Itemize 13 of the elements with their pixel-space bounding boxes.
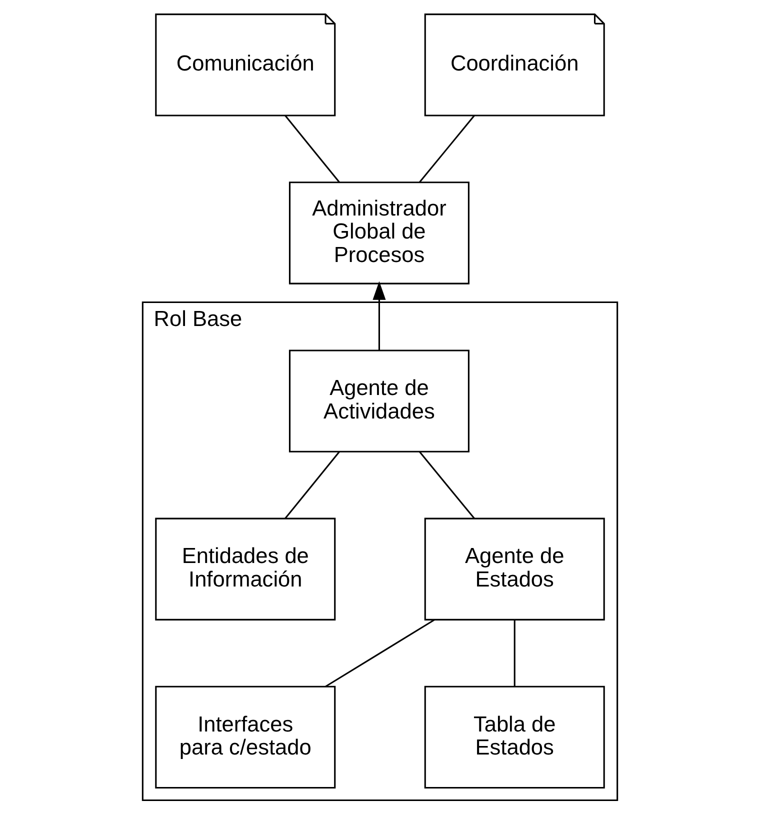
connector — [514, 620, 516, 686]
node-box: Agente de Actividades — [288, 350, 470, 452]
connector — [284, 115, 340, 183]
node-box: Entidades de Información — [155, 518, 336, 620]
connector — [325, 619, 435, 688]
connector — [284, 451, 340, 519]
node-box: Tabla de Estados — [424, 686, 605, 789]
node-box: Administrador Global de Procesos — [288, 182, 470, 284]
connector — [418, 451, 475, 519]
arrow — [372, 281, 386, 350]
connector — [418, 115, 475, 183]
node-box: Interfaces para c/estado — [155, 686, 336, 789]
node-box: Agente de Estados — [424, 518, 605, 620]
